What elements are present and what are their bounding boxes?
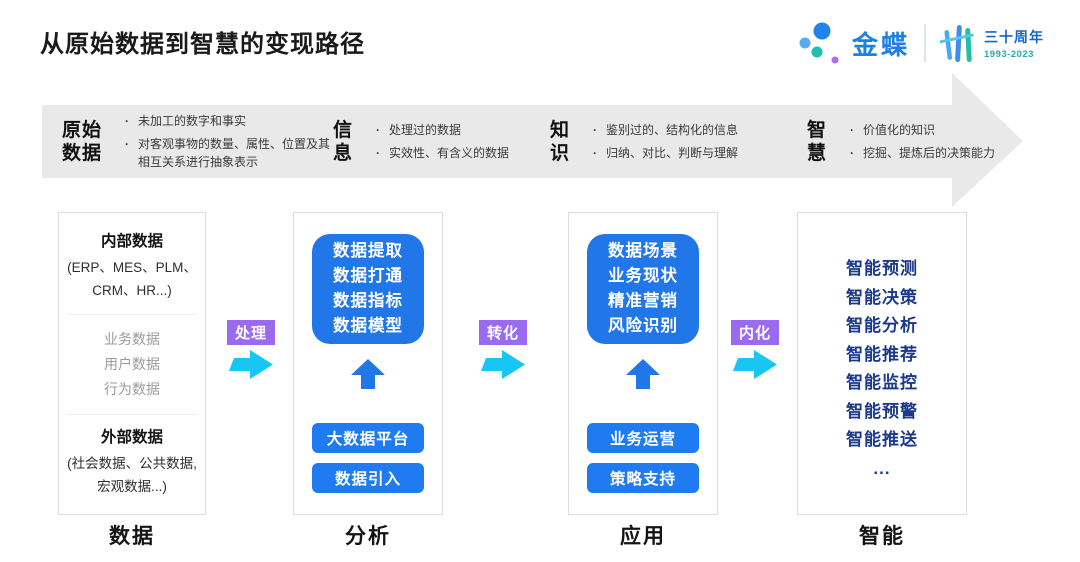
stage-point: 未加工的数字和事实 bbox=[116, 112, 330, 130]
intelligence-item: 智能推送 bbox=[846, 430, 918, 449]
external-data-sub: 宏观数据...) bbox=[97, 479, 167, 494]
connector-label: 内化 bbox=[731, 320, 779, 345]
core-item: 精准营销 bbox=[608, 292, 678, 310]
anniversary-title: 三十周年 bbox=[984, 28, 1044, 45]
core-item: 业务现状 bbox=[608, 267, 678, 285]
up-arrow-icon bbox=[626, 359, 660, 389]
right-arrow-icon bbox=[733, 350, 777, 379]
connector-internalize: 内化 bbox=[731, 320, 779, 379]
core-item: 数据模型 bbox=[333, 317, 403, 335]
stage-point: 挖掘、提炼后的决策能力 bbox=[841, 144, 1011, 162]
application-core-box: 数据场景 业务现状 精准营销 风险识别 bbox=[587, 234, 699, 344]
analysis-button: 大数据平台 bbox=[312, 423, 424, 453]
right-arrow-icon bbox=[481, 350, 525, 379]
footer-label-intelligence: 智能 bbox=[859, 525, 905, 548]
stage-points: 处理过的数据 实效性、有含义的数据 bbox=[367, 121, 537, 162]
divider bbox=[67, 414, 197, 415]
stage-point: 鉴别过的、结构化的信息 bbox=[584, 121, 764, 139]
stage-knowledge: 知 识 鉴别过的、结构化的信息 归纳、对比、判断与理解 bbox=[550, 105, 764, 178]
up-arrow-icon bbox=[351, 359, 385, 389]
data-type-item: 用户数据 bbox=[104, 356, 160, 372]
internal-data-sub: CRM、HR...) bbox=[92, 283, 172, 298]
stage-points: 未加工的数字和事实 对客观事物的数量、属性、位置及其相互关系进行抽象表示 bbox=[116, 112, 330, 171]
external-data-title: 外部数据 bbox=[100, 429, 163, 446]
core-item: 数据指标 bbox=[333, 292, 403, 310]
intelligence-item: 智能预警 bbox=[846, 401, 918, 421]
stages-banner: 原始 数据 未加工的数字和事实 对客观事物的数量、属性、位置及其相互关系进行抽象… bbox=[42, 73, 1023, 207]
application-button: 策略支持 bbox=[587, 463, 699, 493]
stage-points: 鉴别过的、结构化的信息 归纳、对比、判断与理解 bbox=[584, 121, 764, 162]
footer-label-application: 应用 bbox=[620, 525, 666, 548]
anniversary-text: 三十周年 1993-2023 bbox=[984, 27, 1044, 60]
stage-name: 原始 数据 bbox=[62, 119, 103, 164]
kingdee-logo: 金蝶 三十周年 1993-2023 bbox=[798, 16, 1044, 70]
logo-divider bbox=[924, 24, 926, 62]
intelligence-item: 智能监控 bbox=[846, 373, 918, 392]
column-analysis: 数据提取 数据打通 数据指标 数据模型 大数据平台 数据引入 bbox=[293, 212, 443, 515]
column-intelligence: 智能预测 智能决策 智能分析 智能推荐 智能监控 智能预警 智能推送 ... bbox=[797, 212, 967, 515]
stage-name: 信 息 bbox=[333, 119, 354, 164]
stage-point: 价值化的知识 bbox=[841, 121, 1011, 139]
column-data-sources: 内部数据 (ERP、MES、PLM、 CRM、HR...) 业务数据 用户数据 … bbox=[58, 212, 206, 515]
anniversary-years: 1993-2023 bbox=[984, 48, 1034, 60]
butterfly-dots-icon bbox=[799, 22, 839, 64]
stage-point: 对客观事物的数量、属性、位置及其相互关系进行抽象表示 bbox=[116, 135, 330, 171]
footer-label-analysis: 分析 bbox=[345, 525, 391, 548]
footer-label-data: 数据 bbox=[109, 525, 155, 548]
stage-point: 归纳、对比、判断与理解 bbox=[584, 144, 764, 162]
application-button: 业务运营 bbox=[587, 423, 699, 453]
stage-name: 知 识 bbox=[550, 119, 571, 164]
banner-arrow-shape bbox=[42, 73, 1023, 207]
connector-process: 处理 bbox=[227, 320, 275, 379]
external-data-sub: (社会数据、公共数据, bbox=[67, 456, 197, 471]
intelligence-item: 智能预测 bbox=[846, 259, 918, 278]
connector-transform: 转化 bbox=[479, 320, 527, 379]
core-item: 数据提取 bbox=[333, 242, 403, 260]
data-type-item: 业务数据 bbox=[104, 331, 160, 347]
brand-name: 金蝶 bbox=[851, 29, 910, 60]
data-type-item: 行为数据 bbox=[104, 381, 160, 397]
connector-label: 处理 bbox=[227, 320, 275, 345]
analysis-core-box: 数据提取 数据打通 数据指标 数据模型 bbox=[312, 234, 424, 344]
stage-information: 信 息 处理过的数据 实效性、有含义的数据 bbox=[333, 105, 537, 178]
connector-label: 转化 bbox=[479, 320, 527, 345]
divider bbox=[67, 314, 197, 315]
stage-point: 实效性、有含义的数据 bbox=[367, 144, 537, 162]
core-item: 数据场景 bbox=[608, 242, 678, 260]
intelligence-item: 智能分析 bbox=[846, 316, 918, 335]
stage-points: 价值化的知识 挖掘、提炼后的决策能力 bbox=[841, 121, 1011, 162]
page-title: 从原始数据到智慧的变现路径 bbox=[40, 31, 365, 58]
core-item: 数据打通 bbox=[333, 267, 403, 285]
thirty-anniversary-mark-icon bbox=[940, 25, 974, 63]
stage-point: 处理过的数据 bbox=[367, 121, 537, 139]
internal-data-sub: (ERP、MES、PLM、 bbox=[67, 260, 197, 275]
intelligence-item: 智能推荐 bbox=[846, 344, 918, 364]
stage-raw-data: 原始 数据 未加工的数字和事实 对客观事物的数量、属性、位置及其相互关系进行抽象… bbox=[62, 105, 330, 178]
stage-wisdom: 智 慧 价值化的知识 挖掘、提炼后的决策能力 bbox=[807, 105, 1011, 178]
analysis-button: 数据引入 bbox=[312, 463, 424, 493]
intelligence-item: 智能决策 bbox=[846, 287, 918, 307]
intelligence-item-ellipsis: ... bbox=[873, 458, 891, 478]
right-arrow-icon bbox=[229, 350, 273, 379]
stage-name: 智 慧 bbox=[807, 119, 828, 164]
internal-data-title: 内部数据 bbox=[100, 233, 163, 250]
column-application: 数据场景 业务现状 精准营销 风险识别 业务运营 策略支持 bbox=[568, 212, 718, 515]
core-item: 风险识别 bbox=[608, 317, 678, 335]
